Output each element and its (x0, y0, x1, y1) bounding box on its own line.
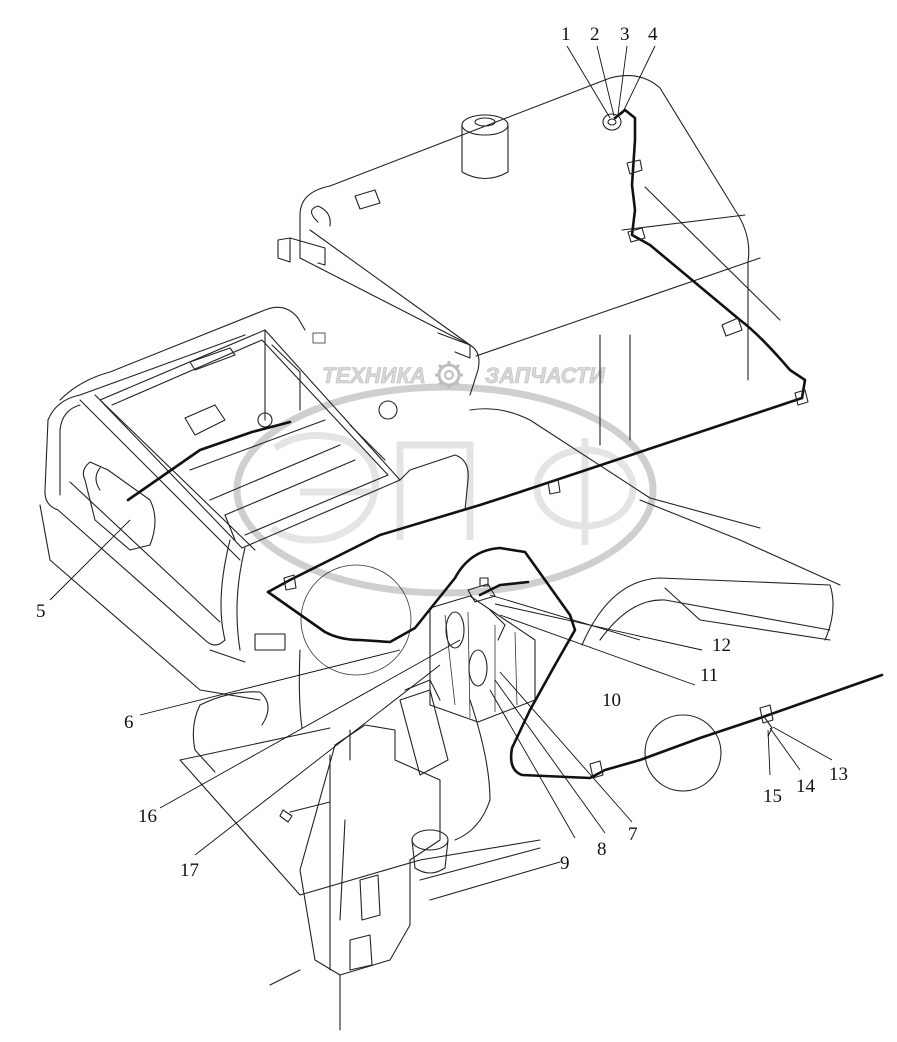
watermark-right-text: ЗАПЧАСТИ (485, 363, 606, 388)
watermark-left-text: ТЕХНИКА (322, 363, 426, 388)
callout-3: 3 (620, 24, 630, 45)
callout-4: 4 (648, 24, 658, 45)
callout-17: 17 (180, 860, 199, 881)
callout-1: 1 (561, 24, 571, 45)
callout-10: 10 (602, 690, 621, 711)
callout-13: 13 (829, 764, 848, 785)
callout-12: 12 (712, 635, 731, 656)
leader-lines (49, 45, 833, 856)
cab-body (39, 75, 841, 1031)
callout-14: 14 (796, 776, 816, 797)
wire-harness (126, 108, 884, 780)
watermark: ТЕХНИКА ЗАПЧАСТИ (233, 361, 657, 597)
callout-16: 16 (138, 806, 157, 827)
callout-6: 6 (124, 712, 134, 733)
callout-7: 7 (628, 824, 638, 845)
callout-15: 15 (763, 786, 782, 807)
callout-5: 5 (36, 601, 46, 622)
callout-labels: 1 2 3 4 5 6 7 8 9 10 11 12 13 14 15 16 1… (36, 24, 848, 881)
callout-11: 11 (700, 665, 718, 686)
callout-9: 9 (560, 853, 570, 874)
watermark-ring (233, 383, 657, 597)
callout-8: 8 (597, 839, 607, 860)
gear-icon (435, 361, 463, 389)
callout-2: 2 (590, 24, 600, 45)
